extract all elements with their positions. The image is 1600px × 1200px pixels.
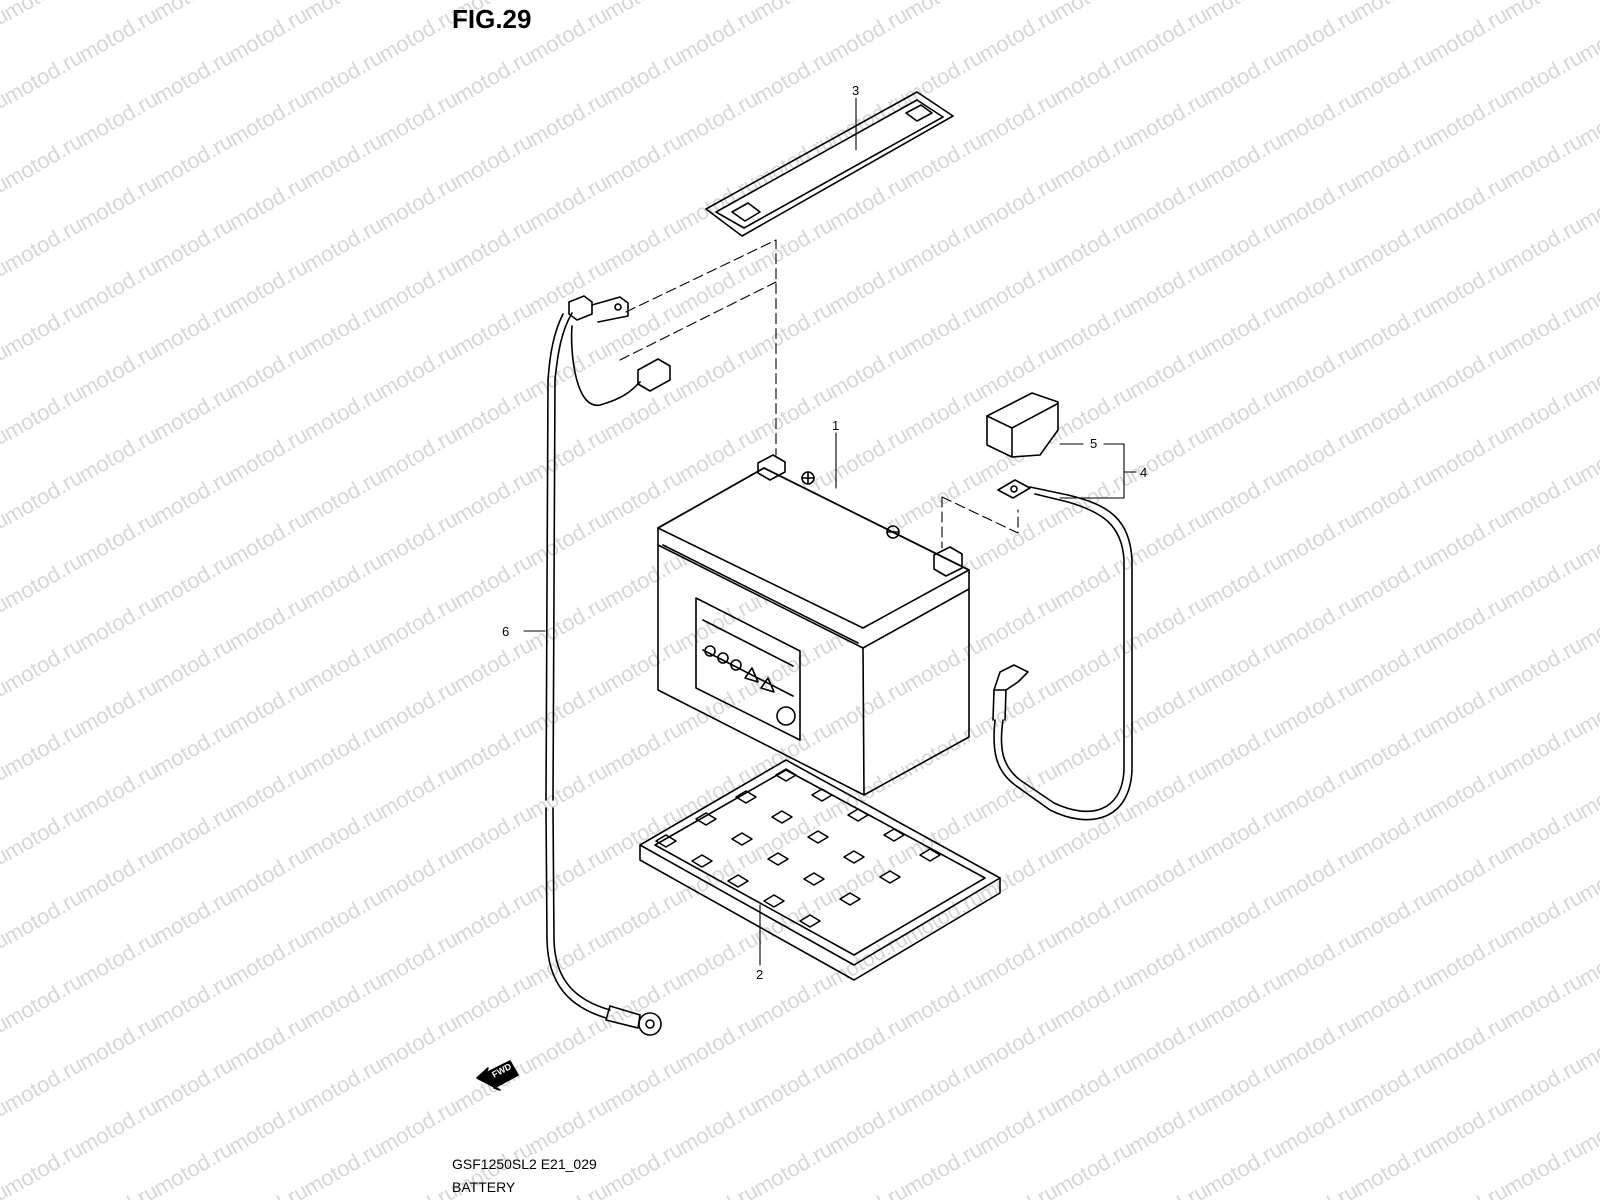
tray-slot (763, 894, 785, 908)
tray-slot (843, 850, 865, 864)
battery-cable (992, 479, 1133, 821)
part-label-3: 3 (852, 83, 860, 98)
battery (657, 454, 970, 796)
tray-slot (879, 870, 901, 884)
tray-slot (775, 768, 797, 782)
tray-slot (731, 832, 753, 846)
tray-slot (767, 852, 789, 866)
terminal-cover (986, 392, 1059, 458)
tray-slot (839, 892, 861, 906)
tray-slot (883, 828, 905, 842)
tray-slot (695, 812, 717, 826)
tray-slot (735, 790, 757, 804)
battery-strap (705, 91, 954, 237)
tray-slot (691, 854, 713, 868)
figure-title: FIG.29 (452, 4, 532, 34)
tray-slot (847, 808, 869, 822)
tray-slots (655, 768, 941, 928)
tray-slot (811, 788, 833, 802)
part-label-6: 6 (502, 624, 510, 639)
tray-slot (655, 834, 677, 848)
tray-slot (727, 874, 749, 888)
diagram-caption: BATTERY (452, 1179, 516, 1195)
lead-wire (545, 295, 671, 1036)
tray-slot (799, 914, 821, 928)
part-label-5: 5 (1090, 436, 1098, 451)
fwd-arrow-icon: FWD (476, 1060, 519, 1091)
diagram-code: GSF1250SL2 E21_029 (452, 1156, 597, 1172)
battery-tray (639, 759, 1001, 981)
part-label-1: 1 (832, 418, 840, 433)
tray-slot (807, 830, 829, 844)
part-label-2: 2 (756, 967, 764, 982)
tray-slot (803, 872, 825, 886)
leader-lines (523, 97, 1137, 966)
tray-slot (771, 810, 793, 824)
part-label-4: 4 (1140, 465, 1148, 480)
tray-slot (919, 848, 941, 862)
